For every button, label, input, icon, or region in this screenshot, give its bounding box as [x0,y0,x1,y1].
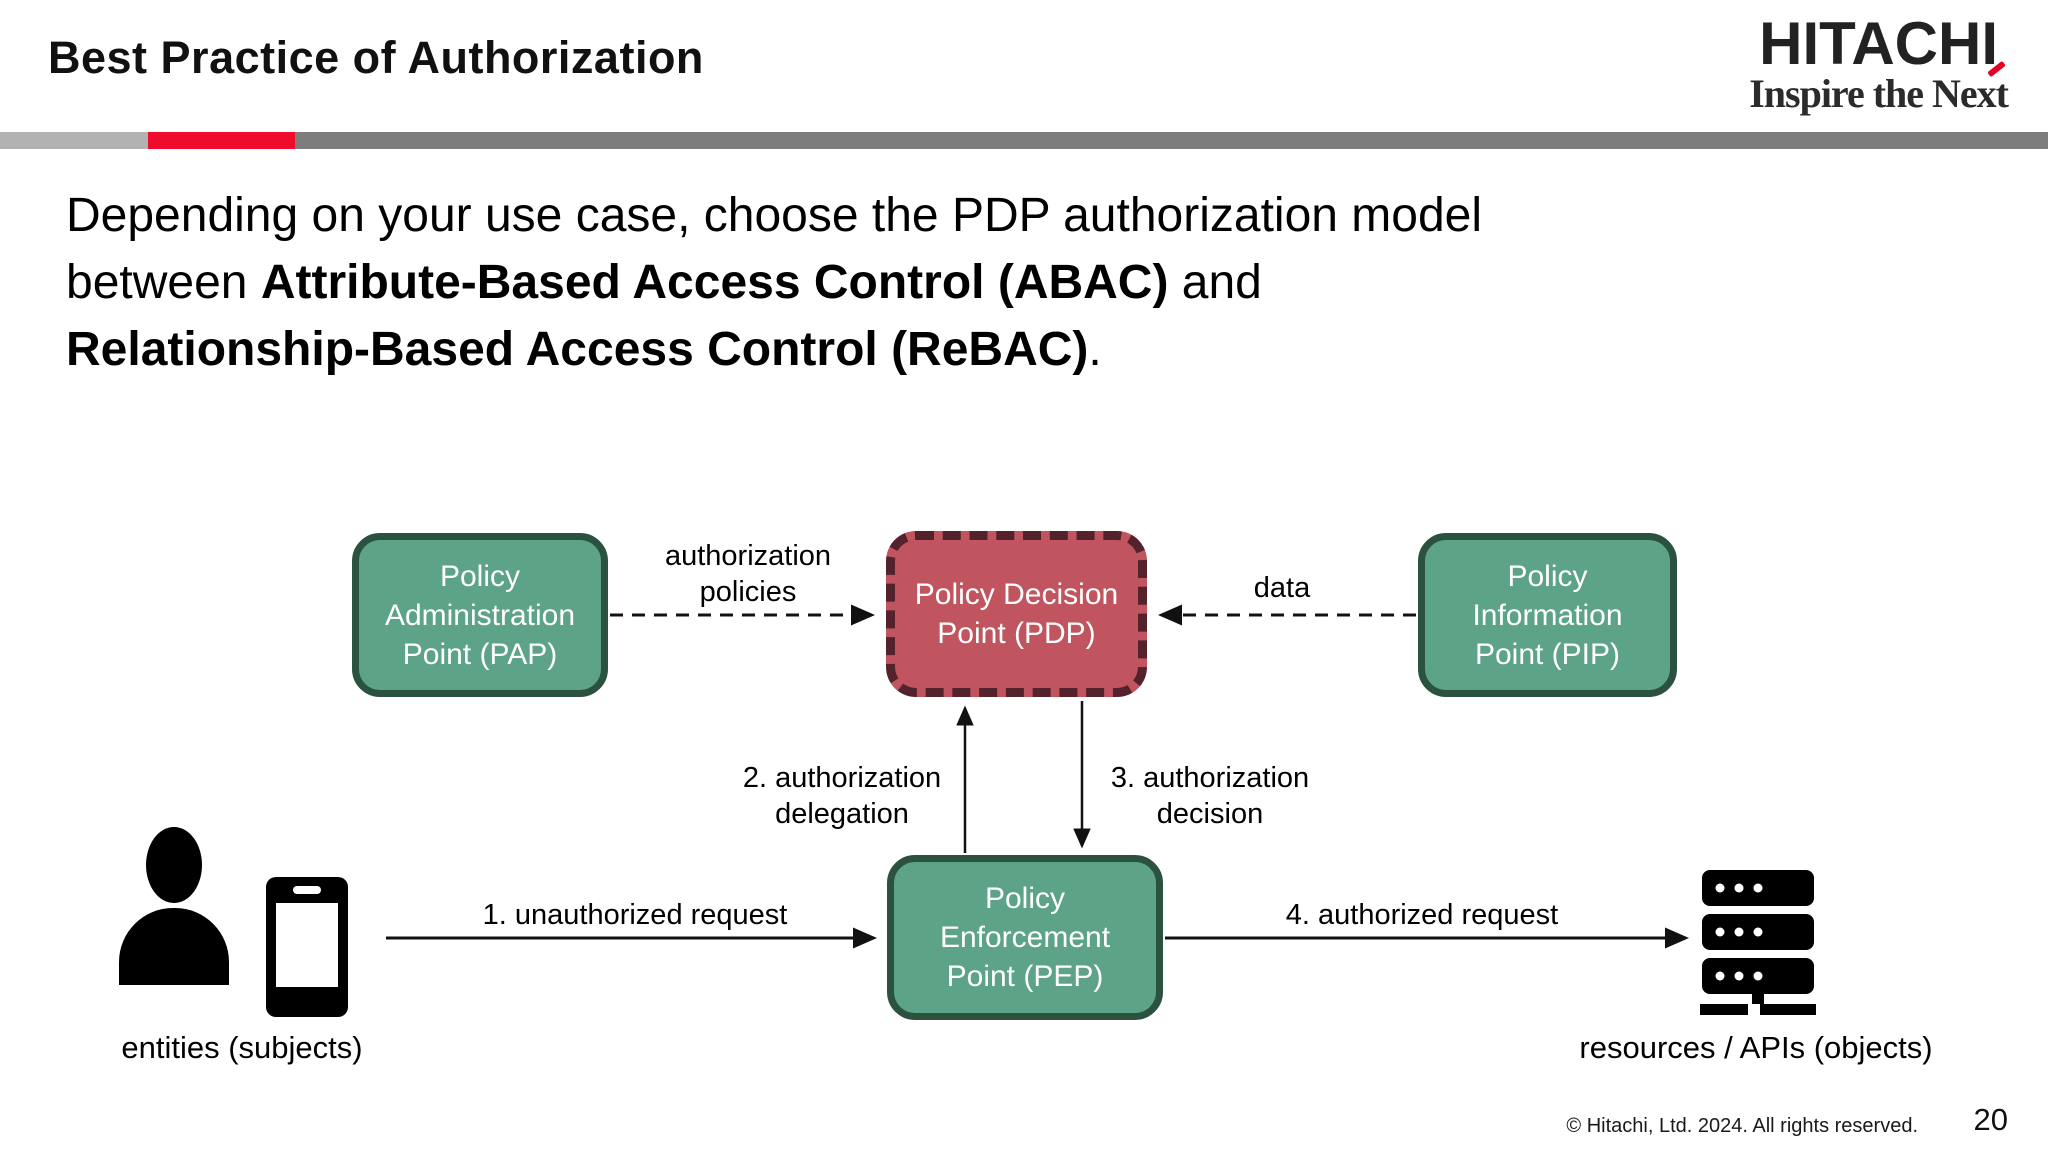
intro-seg-5: . [1088,323,1102,376]
smartphone-icon [266,877,348,1017]
pdp-box: Policy Decision Point (PDP) [886,531,1147,697]
label-authorized-request: 4. authorized request [1285,899,1559,931]
label-unauthorized-request: 1. unauthorized request [482,899,788,931]
intro-seg-1: Depending on your use case, choose the P… [66,189,1483,309]
pap-box: Policy Administration Point (PAP) [352,533,608,697]
label-authorization-policies: authorization policies [664,540,832,608]
page-title: Best Practice of Authorization [48,32,704,83]
intro-paragraph: Depending on your use case, choose the P… [66,182,1516,383]
divider-segment-darkgray [295,132,2048,149]
label-entities-subjects: entities (subjects) [121,1030,363,1065]
user-icon-body [119,908,229,985]
hitachi-logo: HITACHI Inspire the Next [1749,10,2009,116]
pep-box: Policy Enforcement Point (PEP) [887,855,1163,1020]
server-icon [1700,870,1816,1015]
label-authorization-delegation: 2. authorization delegation [742,762,942,830]
intro-seg-3: and [1168,256,1262,309]
hitachi-tagline: Inspire the Next [1749,71,2009,116]
label-resources-apis-objects: resources / APIs (objects) [1579,1030,1933,1065]
label-authorization-decision: 3. authorization decision [1110,762,1310,830]
hitachi-wordmark: HITACHI [1759,10,1999,77]
rebac-emphasis: Relationship-Based Access Control (ReBAC… [66,323,1089,376]
page-number: 20 [1973,1102,2008,1137]
header-divider-bar [0,132,2048,149]
divider-segment-lightgray [0,132,148,149]
label-data: data [1253,572,1311,604]
divider-segment-red [148,132,295,149]
user-icon [146,827,202,903]
hitachi-tagline-wrap: Inspire the Next [1749,60,2009,116]
smartphone-screen [276,903,338,987]
copyright-notice: © Hitachi, Ltd. 2024. All rights reserve… [1566,1115,1918,1137]
smartphone-speaker [293,886,321,894]
abac-emphasis: Attribute-Based Access Control (ABAC) [260,256,1169,309]
pip-box: Policy Information Point (PIP) [1418,533,1677,697]
